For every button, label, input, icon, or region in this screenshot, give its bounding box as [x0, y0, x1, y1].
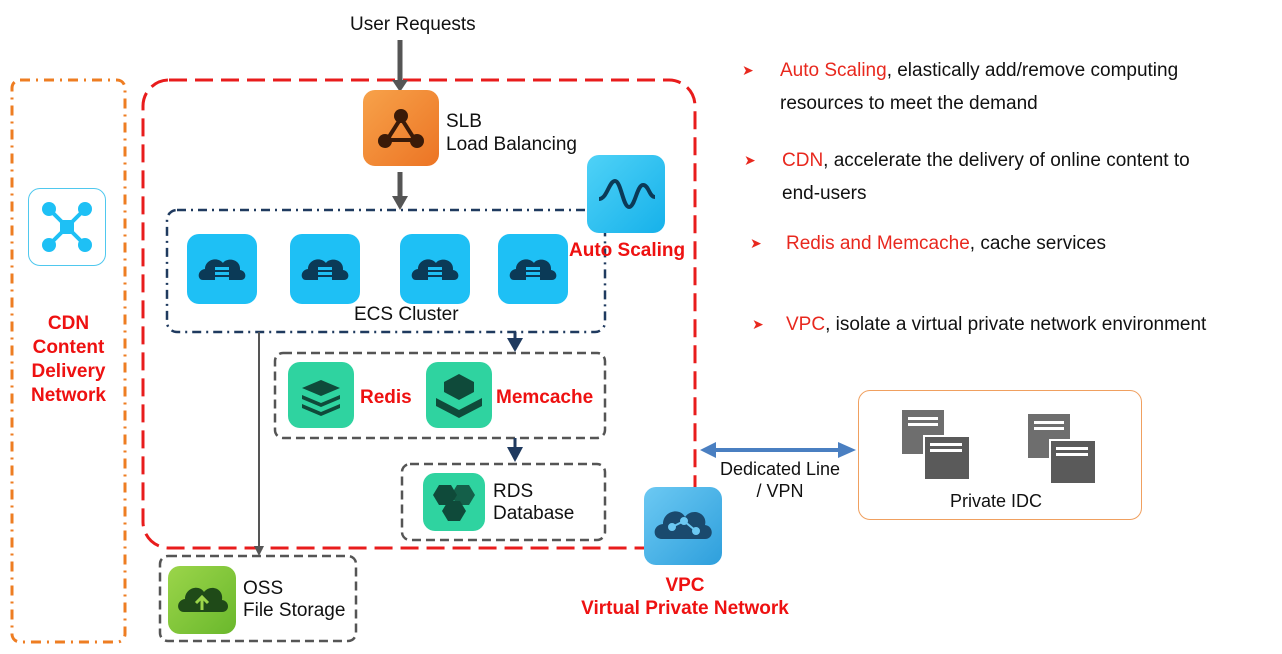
cdn-label-line: Delivery: [31, 361, 106, 382]
cdn-network-icon: [28, 188, 106, 266]
vpc-label-line: VPC: [665, 575, 705, 596]
note-text: , cache services: [969, 233, 1106, 254]
oss-sublabel: File Storage: [243, 600, 346, 621]
ecs-server-icon: [187, 234, 257, 304]
ecs-server-icon: [498, 234, 568, 304]
memcache-label: Memcache: [496, 387, 594, 408]
bullet-arrow-icon: ➤: [752, 316, 764, 332]
ecs-server-icon: [400, 234, 470, 304]
vpc-label: VPC Virtual Private Network: [560, 574, 810, 620]
cdn-label: CDN Content Delivery Network: [12, 312, 125, 408]
oss-boundary: [158, 554, 358, 643]
vpc-boundary: [141, 78, 697, 550]
ecs-server-icon: [290, 234, 360, 304]
rds-boundary: [400, 462, 607, 542]
bullet-arrow-icon: ➤: [744, 152, 756, 168]
note-text: end-users: [782, 183, 867, 204]
note-highlight: VPC: [786, 314, 826, 335]
note-text: , accelerate the delivery of online cont…: [823, 150, 1190, 171]
note-text: , isolate a virtual private network envi…: [825, 314, 1207, 335]
slb-icon: [363, 90, 439, 166]
redis-label: Redis: [360, 387, 412, 408]
memcache-icon: [426, 362, 492, 428]
cdn-label-line: CDN: [47, 313, 90, 334]
rds-label: RDS: [493, 481, 534, 502]
rds-icon: [423, 473, 485, 531]
redis-icon: [288, 362, 354, 428]
idc-server-icon: [900, 408, 972, 482]
private-idc-box: [858, 390, 1142, 520]
dedicated-line-label: Dedicated Line / VPN: [705, 458, 855, 502]
note-highlight: CDN: [782, 150, 824, 171]
ecs-cluster-boundary: [165, 208, 607, 334]
slb-sublabel: Load Balancing: [446, 134, 577, 155]
dedicated-line-label-line: Dedicated Line: [719, 459, 841, 479]
oss-label: OSS: [243, 578, 284, 599]
user-requests-label: User Requests: [350, 14, 476, 35]
cdn-label-line: Content: [32, 337, 105, 358]
oss-icon: [168, 566, 236, 634]
auto-scaling-icon: [587, 155, 665, 233]
slb-label: SLB: [446, 111, 482, 132]
bullet-arrow-icon: ➤: [750, 235, 762, 251]
bullet-arrow-icon: ➤: [742, 62, 754, 78]
rds-sublabel: Database: [493, 503, 575, 524]
cache-boundary: [273, 351, 607, 440]
note-highlight: Redis and Memcache: [786, 233, 970, 254]
vpc-cloud-icon: [644, 487, 722, 565]
note-text: resources to meet the demand: [780, 93, 1038, 114]
idc-server-icon: [1026, 412, 1098, 486]
ecs-cluster-label: ECS Cluster: [354, 304, 459, 325]
note-text: , elastically add/remove computing: [886, 60, 1179, 81]
note-highlight: Auto Scaling: [780, 60, 887, 81]
cdn-boundary: [10, 78, 127, 644]
cdn-label-line: Network: [31, 385, 106, 406]
dedicated-line-label-line: / VPN: [756, 481, 804, 501]
vpc-label-line: Virtual Private Network: [581, 598, 789, 619]
auto-scaling-label: Auto Scaling: [569, 240, 686, 261]
private-idc-label: Private IDC: [950, 491, 1043, 511]
